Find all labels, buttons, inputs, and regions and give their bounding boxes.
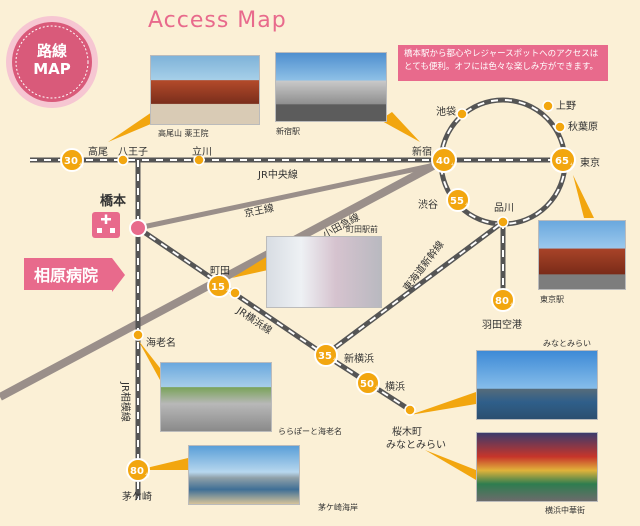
- callout-chigasaki: [138, 458, 188, 470]
- callout-ebina: [138, 340, 160, 380]
- station-label-haneda: 羽田空港: [482, 320, 522, 331]
- time-shinyokohama: 35: [318, 351, 332, 362]
- time-haneda: 80: [495, 296, 509, 307]
- station-dot-akihabara: [554, 121, 566, 133]
- time-unit-chigasaki: 分: [145, 472, 150, 479]
- station-label-minatomirai: みなとみらい: [386, 440, 446, 451]
- time-badge-machida: [207, 274, 231, 298]
- caption-minatomirai: みなとみらい: [543, 339, 591, 348]
- time-badge-tokyo: [550, 147, 576, 173]
- time-unit-takao: 分: [79, 162, 84, 169]
- caption-chinatown: 横浜中華街: [545, 506, 585, 515]
- station-label-hachioji: 八王子: [118, 147, 148, 158]
- callout-shinjuku: [380, 112, 420, 142]
- photo-tokyo-station: [538, 220, 626, 290]
- time-unit-shinjuku: 分: [451, 162, 456, 169]
- time-yokohama: 50: [360, 379, 374, 390]
- station-label-tachikawa: 立川: [192, 147, 212, 158]
- page-title: Access Map: [148, 8, 287, 33]
- badge-line-2: MAP: [33, 60, 71, 78]
- station-label-akihabara: 秋葉原: [568, 122, 598, 133]
- callout-minatomirai: [410, 392, 476, 415]
- station-label-shinagawa: 品川: [494, 203, 514, 214]
- tokaido-shinkansen-track: [323, 219, 505, 358]
- time-shibuya: 55: [450, 196, 464, 207]
- station-label-shinjuku: 新宿: [412, 147, 432, 158]
- caption-tokyo-station: 東京駅: [540, 295, 564, 304]
- caption-ebina: ららぽーと海老名: [278, 427, 342, 436]
- caption-shinjuku: 新宿駅: [276, 127, 300, 136]
- time-tokyo: 65: [555, 156, 569, 167]
- photo-minatomirai: [476, 350, 598, 420]
- time-takao: 30: [64, 156, 78, 167]
- time-shinjuku: 40: [436, 156, 450, 167]
- callout-tokyo: [573, 175, 594, 218]
- badge-line-1: 路線: [36, 42, 67, 60]
- line-label-sagami: JR相模線: [119, 381, 132, 422]
- time-unit-shibuya: 分: [465, 202, 470, 209]
- time-machida: 15: [211, 282, 225, 293]
- hospital-name-label: 相原病院: [24, 258, 113, 290]
- time-badge-shibuya: [446, 188, 470, 212]
- station-label-yokohama: 横浜: [385, 382, 405, 393]
- callout-machida: [232, 256, 268, 278]
- photo-chigasaki: [188, 445, 300, 505]
- caption-chigasaki: 茅ケ崎海岸: [318, 503, 358, 512]
- station-label-ebina: 海老名: [146, 338, 176, 349]
- hashimoto-origin-dot: [129, 219, 147, 237]
- caption-takaosan: 高尾山 薬王院: [158, 129, 209, 138]
- station-label-machida: 町田: [210, 266, 230, 277]
- photo-ebina: [160, 362, 272, 432]
- station-dot-shinagawa: [497, 216, 509, 228]
- route-map-badge-label: 路線 MAP: [7, 42, 97, 78]
- time-unit-tokyo: 分: [570, 162, 575, 169]
- time-badge-yokohama: [356, 371, 380, 395]
- station-label-takao: 高尾: [88, 147, 108, 158]
- station-label-ueno: 上野: [556, 101, 576, 112]
- time-unit-shinyokohama: 分: [333, 357, 338, 364]
- photo-takaosan: [150, 55, 260, 125]
- station-label-sakuragicho: 桜木町: [392, 427, 422, 438]
- station-label-shinyokohama: 新横浜: [344, 354, 374, 365]
- time-badge-shinyokohama: [314, 343, 338, 367]
- line-label-tokaido: 東海道新幹線: [400, 238, 446, 294]
- time-badge-chigasaki: [126, 458, 150, 482]
- station-label-ikebukuro: 池袋: [436, 107, 456, 118]
- caption-machida: 町田駅前: [346, 225, 378, 234]
- photo-shinjuku: [275, 52, 387, 122]
- origin-station-label: 橋本: [100, 194, 127, 209]
- hospital-label-arrow: [112, 258, 125, 292]
- line-label-chuo: JR中央線: [258, 170, 298, 181]
- station-label-shibuya: 渋谷: [418, 200, 438, 211]
- photo-chinatown: [476, 432, 598, 502]
- station-label-tokyo: 東京: [580, 158, 600, 169]
- station-dot-machida: [229, 287, 241, 299]
- route-map-badge: [6, 16, 98, 108]
- time-unit-machida: 分: [226, 288, 231, 295]
- time-unit-yokohama: 分: [375, 385, 380, 392]
- station-dot-hachioji: [117, 154, 129, 166]
- photo-machida: [266, 236, 382, 308]
- keio-line-track: [137, 162, 436, 231]
- station-dot-sakuragicho: [404, 404, 416, 416]
- time-badge-shinjuku: [431, 147, 457, 173]
- time-badge-takao: [60, 148, 84, 172]
- station-dot-ikebukuro: [456, 108, 468, 120]
- time-chigasaki: 80: [130, 466, 144, 477]
- hospital-icon: [92, 212, 120, 238]
- time-unit-haneda: 分: [510, 302, 515, 309]
- station-dot-tachikawa: [193, 154, 205, 166]
- time-badge-haneda: [491, 288, 515, 312]
- station-dot-ebina: [132, 329, 144, 341]
- station-dot-ueno: [542, 100, 554, 112]
- info-box: 橋本駅から都心やレジャースポットへのアクセスはとても便利。オフには色々な楽しみ方…: [398, 45, 608, 81]
- callout-chinatown: [425, 450, 476, 480]
- station-label-chigasaki: 茅ケ崎: [122, 492, 152, 503]
